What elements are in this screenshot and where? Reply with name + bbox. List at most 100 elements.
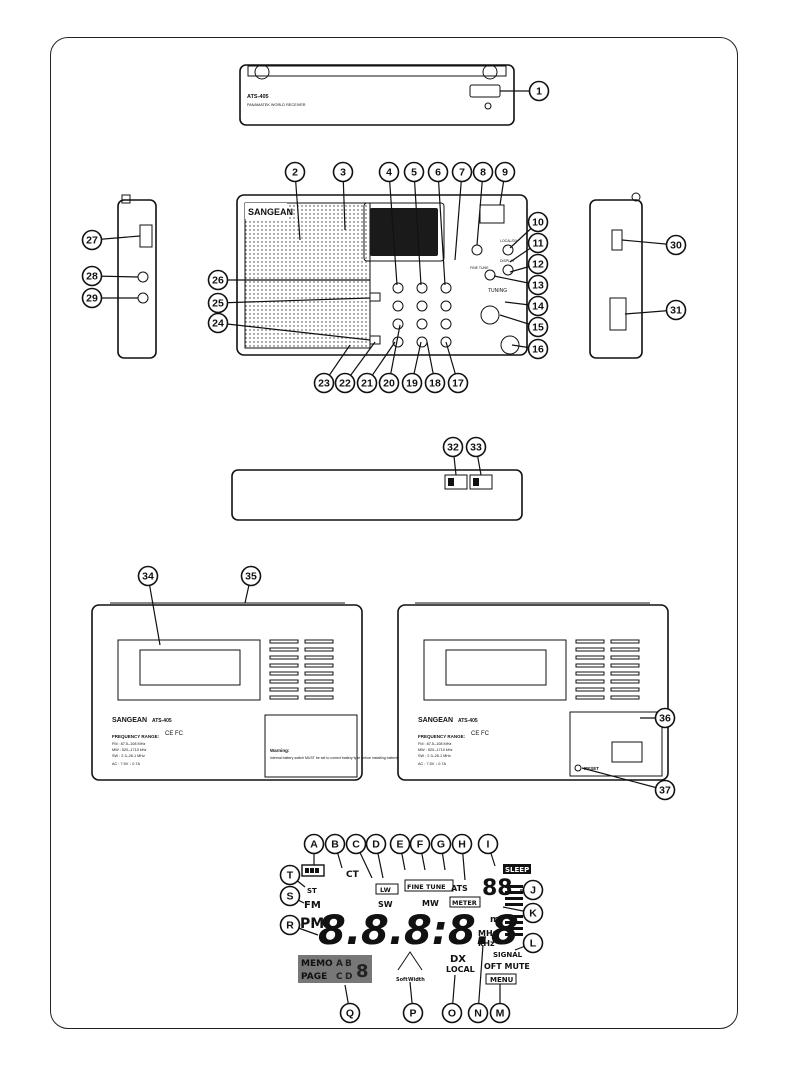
callout-33: 33: [465, 436, 487, 458]
lcd-small-digits: 88: [482, 876, 513, 901]
freq-range-title-left: FREQUENCY RANGE:: [112, 734, 160, 739]
callout-label-22: 22: [339, 378, 351, 390]
callout-circle-26: [207, 269, 229, 291]
callout-label-29: 29: [86, 293, 98, 305]
callout-circle-29: [81, 287, 103, 309]
lcd-soft: Soft: [396, 977, 408, 983]
callout-24: 24: [207, 312, 229, 334]
callout-circle-14: [527, 295, 549, 317]
freq-fm-left: FM : 87.5–108 MHz: [112, 742, 145, 746]
callout-label-16: 16: [532, 344, 544, 356]
callout-circle-20: [378, 372, 400, 394]
callout-circle-24: [207, 312, 229, 334]
freq-mw-right: MW : 520–1710 kHz: [418, 748, 452, 752]
callout-circle-21: [356, 372, 378, 394]
callout-circle-16: [527, 338, 549, 360]
lcd-fm: FM: [304, 900, 321, 911]
callout-9: 9: [494, 161, 516, 183]
callout-leader-37: [581, 767, 666, 791]
callout-M: M: [489, 1002, 511, 1024]
lcd-pm: PM: [300, 916, 324, 932]
lcd-menu: MENU: [490, 976, 514, 984]
callout-F: F: [409, 833, 431, 855]
callout-label-6: 6: [435, 167, 441, 179]
fine-tune-label: FINE TUNE: [470, 266, 489, 270]
callout-circle-A: [303, 833, 325, 855]
lcd-a: A: [336, 959, 343, 969]
callout-label-10: 10: [532, 217, 544, 229]
lcd-page: PAGE: [301, 972, 327, 982]
callout-L: L: [522, 932, 544, 954]
callout-7: 7: [451, 161, 473, 183]
callout-circle-18: [424, 372, 446, 394]
callout-leader-5: [413, 171, 422, 286]
freq-sw-left: SW : 2.3–26.1 MHz: [112, 754, 145, 758]
callout-circle-D: [365, 833, 387, 855]
callout-34: 34: [137, 565, 159, 587]
callout-circle-H: [451, 833, 473, 855]
callout-1: 1: [528, 80, 550, 102]
callout-label-13: 13: [532, 280, 544, 292]
callout-leader-6: [437, 171, 446, 286]
callout-label-I: I: [487, 839, 490, 851]
callout-19: 19: [401, 372, 423, 394]
ce-mark-right: CE FC: [471, 731, 490, 737]
lcd-ats: ATS: [451, 884, 468, 893]
callout-H: H: [451, 833, 473, 855]
callout-leader-24: [217, 322, 371, 341]
callout-S: S: [279, 885, 301, 907]
callout-circle-N: [467, 1002, 489, 1024]
front-view: SANGEAN FINE TUNE LOCAL/DX DISPLAY TUNIN…: [236, 194, 528, 356]
callout-35: 35: [240, 565, 262, 587]
callout-O: O: [441, 1002, 463, 1024]
callout-4: 4: [378, 161, 400, 183]
callout-30: 30: [665, 234, 687, 256]
callout-label-F: F: [417, 839, 424, 851]
callout-circle-9: [494, 161, 516, 183]
callout-Q: Q: [339, 1002, 361, 1024]
callout-25: 25: [207, 292, 229, 314]
tuning-label: TUNING: [488, 288, 507, 294]
callout-B: B: [324, 833, 346, 855]
top-model-label: ATS-405: [247, 94, 269, 100]
callout-label-P: P: [409, 1008, 416, 1020]
freq-ac-right: AC : 7.5V ↓ 0.7A: [418, 762, 447, 766]
callout-label-1: 1: [536, 86, 542, 98]
callout-label-11: 11: [532, 238, 543, 250]
callout-label-8: 8: [480, 167, 486, 179]
callout-circle-33: [465, 436, 487, 458]
callout-circle-11: [527, 232, 549, 254]
callout-label-2: 2: [292, 167, 298, 179]
callout-P: P: [402, 1002, 424, 1024]
callout-circle-23: [313, 372, 335, 394]
callout-circle-M: [489, 1002, 511, 1024]
callout-label-36: 36: [659, 713, 671, 725]
callout-label-C: C: [352, 839, 360, 851]
callout-label-7: 7: [459, 167, 465, 179]
lcd-mem-digit: 8: [356, 961, 369, 982]
lcd-mw: MW: [422, 899, 439, 908]
right-side-view: [589, 192, 643, 359]
callout-circle-27: [81, 229, 103, 251]
callout-32: 32: [442, 436, 464, 458]
callout-label-34: 34: [142, 571, 154, 583]
callout-circle-S: [279, 885, 301, 907]
lcd-ct: CT: [346, 870, 360, 880]
callout-label-T: T: [287, 870, 294, 882]
callout-circle-22: [334, 372, 356, 394]
ce-mark-left: CE FC: [165, 731, 184, 737]
lcd-dx: DX: [450, 954, 466, 965]
callout-circle-36: [654, 707, 676, 729]
left-side-view: [117, 194, 157, 359]
callout-label-17: 17: [452, 378, 464, 390]
callout-I: I: [477, 833, 499, 855]
callout-circle-34: [137, 565, 159, 587]
callout-T: T: [279, 864, 301, 886]
callout-label-12: 12: [532, 259, 544, 271]
callout-label-H: H: [458, 839, 466, 851]
callout-label-D: D: [372, 839, 380, 851]
top-subtitle-label: PANAMATEK WORLD RECEIVER: [247, 103, 306, 107]
callout-C: C: [345, 833, 367, 855]
callout-label-33: 33: [470, 442, 482, 454]
callout-leader-34: [147, 575, 161, 646]
